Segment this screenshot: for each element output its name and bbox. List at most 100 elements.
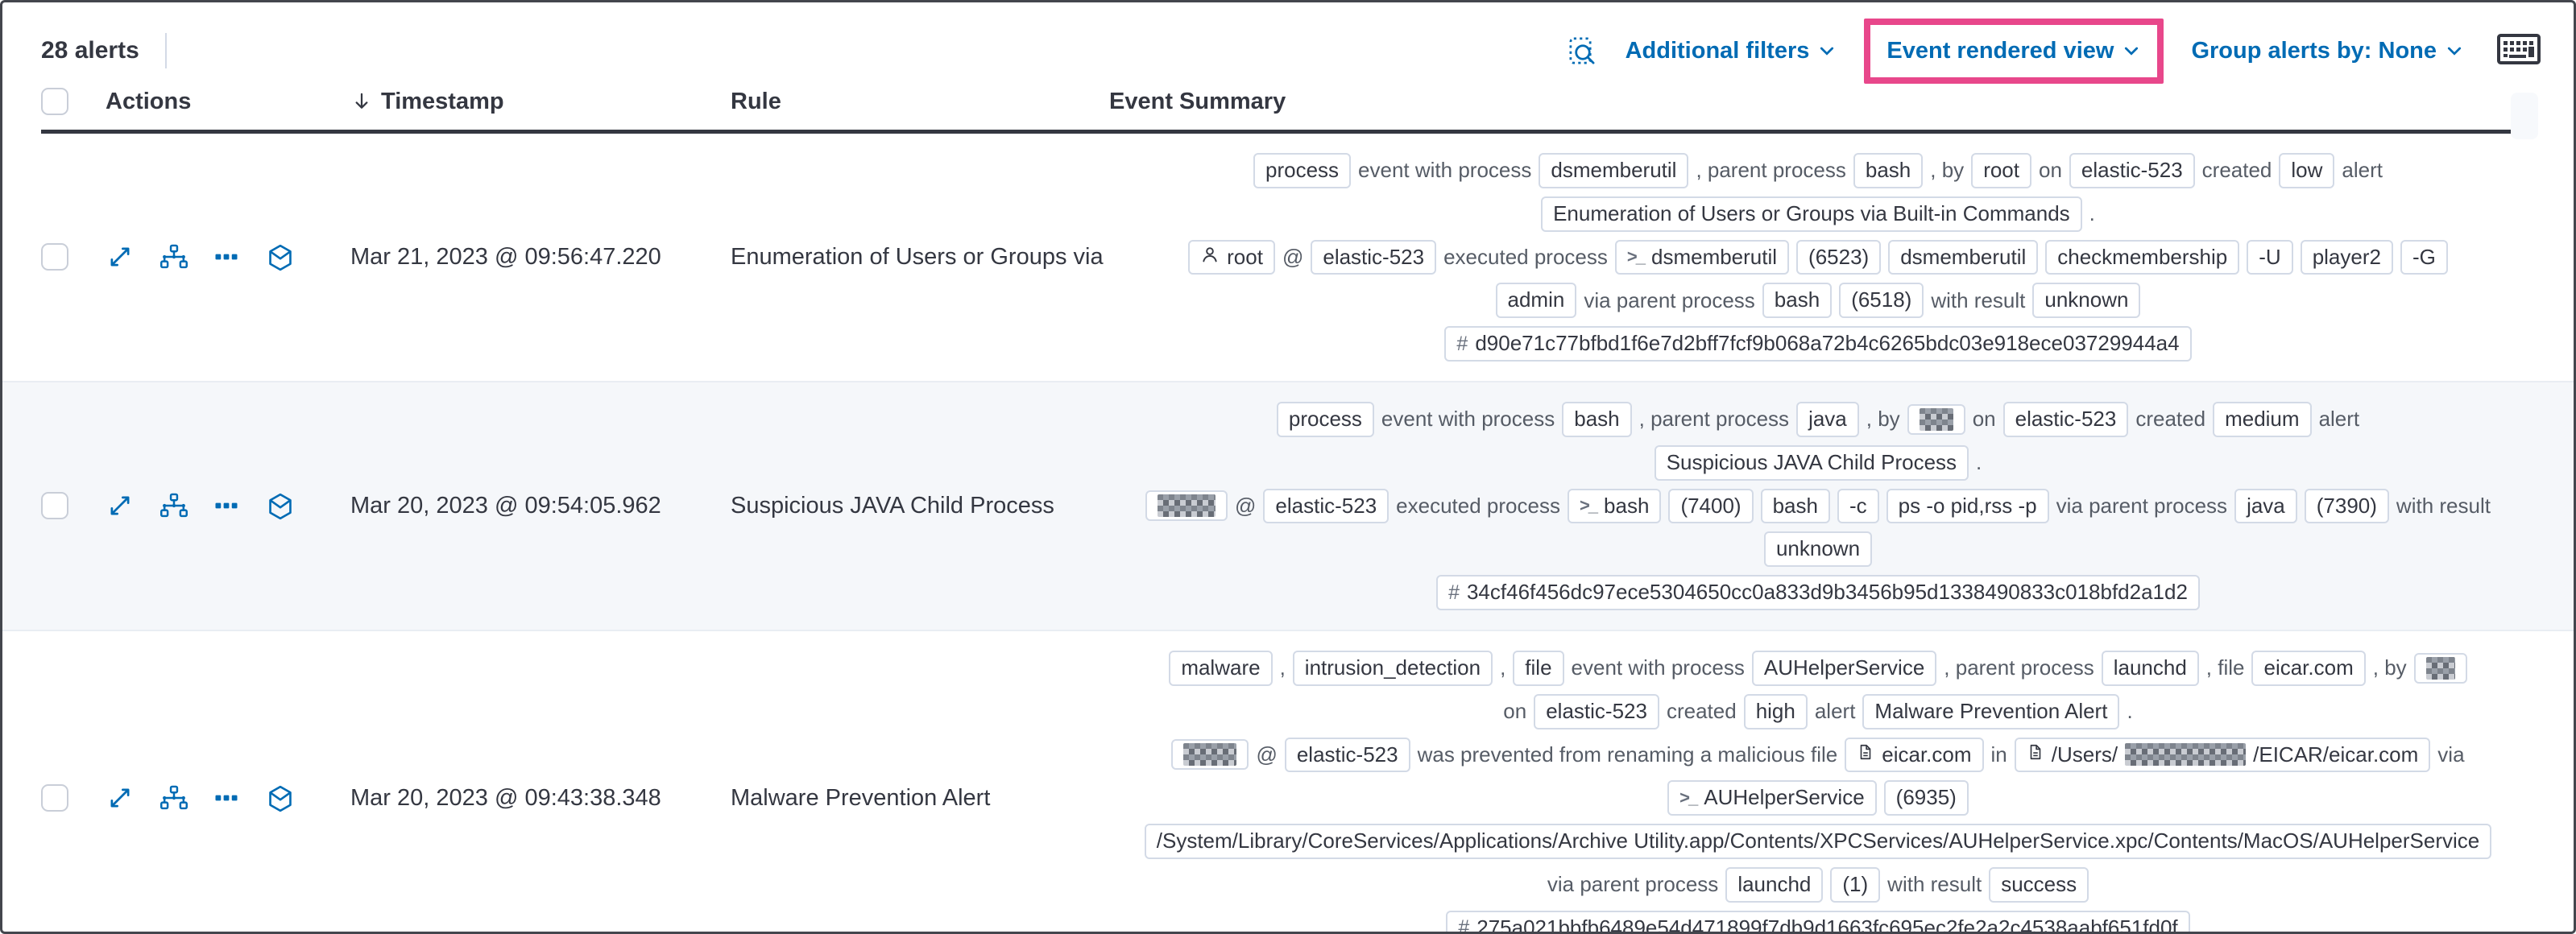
open-session-view-button[interactable] (265, 783, 294, 812)
summary-text: with result (1887, 872, 1982, 897)
summary-badge[interactable]: #d90e71c77bfbd1f6e7d2bff7fcf9b068a72b4c6… (1444, 326, 2192, 362)
event-rendered-view-label: Event rendered view (1886, 37, 2114, 64)
summary-badge[interactable]: -G (2400, 239, 2448, 275)
summary-badge[interactable]: (1) (1830, 866, 1881, 903)
row-checkbox[interactable] (41, 784, 68, 812)
row-checkbox[interactable] (41, 492, 68, 520)
summary-badge[interactable]: launchd (1725, 866, 1824, 903)
summary-badge[interactable]: /Users//EICAR/eicar.com (2014, 737, 2431, 773)
summary-badge[interactable]: unknown (1763, 531, 1873, 568)
analyze-event-button[interactable] (159, 491, 188, 520)
timestamp-value: Mar 20, 2023 @ 09:43:38.348 (350, 784, 661, 811)
summary-badge[interactable]: file (1513, 650, 1564, 686)
summary-badge[interactable]: eicar.com (2251, 650, 2366, 686)
select-all-checkbox[interactable] (41, 88, 68, 115)
summary-badge[interactable]: (6935) (1883, 780, 1969, 816)
header-timestamp-cell[interactable]: Timestamp (328, 89, 731, 115)
analyze-event-button[interactable] (159, 242, 188, 271)
summary-badge[interactable]: player2 (2300, 239, 2393, 275)
scrollbar-track[interactable] (2511, 93, 2538, 139)
summary-badge[interactable] (1145, 490, 1228, 522)
summary-badge[interactable]: bash (1760, 488, 1830, 524)
summary-badge[interactable]: checkmembership (2045, 239, 2240, 275)
summary-badge[interactable]: bash (1853, 153, 1924, 188)
badge-label: launchd (1737, 871, 1812, 896)
summary-badge[interactable]: >_bash (1567, 488, 1662, 524)
summary-badge[interactable] (2413, 652, 2467, 684)
additional-filters-label: Additional filters (1625, 37, 1810, 64)
summary-badge[interactable]: -c (1837, 488, 1879, 524)
summary-badge[interactable]: dsmemberutil (1888, 239, 2039, 275)
summary-badge[interactable]: Suspicious JAVA Child Process (1654, 444, 1969, 481)
summary-badge[interactable]: elastic-523 (2069, 153, 2195, 188)
summary-badge[interactable]: success (1989, 866, 2089, 903)
summary-badge[interactable]: /System/Library/CoreServices/Application… (1144, 824, 2492, 859)
summary-badge[interactable]: #34cf46f456dc97ece5304650cc0a833d9b3456b… (1436, 575, 2200, 610)
keyboard-shortcuts-icon[interactable] (2496, 32, 2541, 70)
more-actions-button[interactable] (212, 242, 241, 271)
summary-badge[interactable]: bash (1562, 401, 1632, 437)
summary-badge[interactable]: medium (2213, 401, 2312, 437)
event-rendered-view-dropdown[interactable]: Event rendered view (1886, 38, 2141, 64)
summary-badge[interactable]: java (2234, 488, 2297, 524)
summary-badge[interactable]: elastic-523 (1311, 239, 1437, 275)
summary-badge[interactable]: eicar.com (1845, 737, 1984, 773)
more-actions-button[interactable] (212, 783, 241, 812)
expand-alert-button[interactable] (106, 783, 135, 812)
summary-badge[interactable]: ps -o pid,rss -p (1886, 488, 2049, 524)
open-session-view-button[interactable] (265, 491, 294, 520)
expand-alert-button[interactable] (106, 242, 135, 271)
summary-text: , (1279, 655, 1286, 680)
badge-label: bash (1865, 158, 1911, 182)
summary-badge[interactable] (1171, 739, 1249, 771)
summary-badge[interactable]: AUHelperService (1751, 650, 1937, 686)
summary-badge[interactable]: (7390) (2304, 488, 2389, 524)
row-check-cell (41, 784, 106, 812)
more-actions-button[interactable] (212, 491, 241, 520)
summary-badge[interactable]: -U (2247, 239, 2293, 275)
summary-text: event with process (1571, 655, 1745, 680)
inspect-icon[interactable] (1564, 34, 1598, 68)
summary-badge[interactable]: >_dsmemberutil (1614, 239, 1790, 275)
summary-badge[interactable]: elastic-523 (1534, 693, 1659, 729)
summary-badge[interactable]: launchd (2101, 650, 2199, 686)
summary-badge[interactable]: low (2279, 153, 2335, 188)
summary-text: . (2127, 699, 2133, 724)
summary-badge[interactable]: root (1188, 239, 1275, 275)
summary-badge[interactable]: high (1743, 693, 1808, 729)
summary-badge[interactable]: root (1971, 153, 2031, 188)
summary-badge[interactable]: intrusion_detection (1292, 650, 1493, 686)
column-header-timestamp: Timestamp (381, 88, 504, 114)
summary-badge[interactable] (1907, 403, 1965, 435)
expand-alert-button[interactable] (106, 491, 135, 520)
summary-badge[interactable]: dsmemberutil (1539, 153, 1689, 188)
summary-badge[interactable]: admin (1495, 283, 1577, 319)
summary-badge[interactable]: process (1253, 153, 1352, 188)
rule-name: Suspicious JAVA Child Process (731, 492, 1054, 519)
summary-badge[interactable]: Enumeration of Users or Groups via Built… (1541, 196, 2082, 232)
group-alerts-by-dropdown[interactable]: Group alerts by: None (2191, 38, 2464, 64)
summary-badge[interactable]: elastic-523 (1263, 488, 1389, 524)
open-session-view-button[interactable] (265, 242, 294, 271)
redacted-text (2425, 656, 2455, 680)
summary-badge[interactable]: (6518) (1839, 283, 1924, 319)
summary-badge[interactable]: java (1796, 401, 1859, 437)
summary-text: created (2201, 158, 2272, 183)
summary-badge[interactable]: elastic-523 (2002, 401, 2129, 437)
row-checkbox[interactable] (41, 243, 68, 271)
summary-badge[interactable]: process (1276, 401, 1374, 437)
additional-filters-dropdown[interactable]: Additional filters (1626, 38, 1837, 64)
summary-badge[interactable]: #275a021bbfb6489e54d471899f7db9d1663fc69… (1446, 910, 2190, 932)
summary-badge[interactable]: Malware Prevention Alert (1862, 693, 2120, 729)
summary-text: via parent process (1584, 287, 1755, 312)
badge-label: process (1265, 158, 1340, 182)
summary-badge[interactable]: (6523) (1796, 239, 1882, 275)
analyze-event-button[interactable] (159, 783, 188, 812)
summary-badge[interactable]: bash (1762, 283, 1833, 319)
summary-badge[interactable]: >_AUHelperService (1667, 780, 1877, 816)
summary-badge[interactable]: unknown (2032, 283, 2141, 319)
summary-badge[interactable]: elastic-523 (1284, 737, 1410, 773)
summary-badge[interactable]: (7400) (1668, 488, 1754, 524)
summary-badge[interactable]: malware (1169, 650, 1273, 686)
